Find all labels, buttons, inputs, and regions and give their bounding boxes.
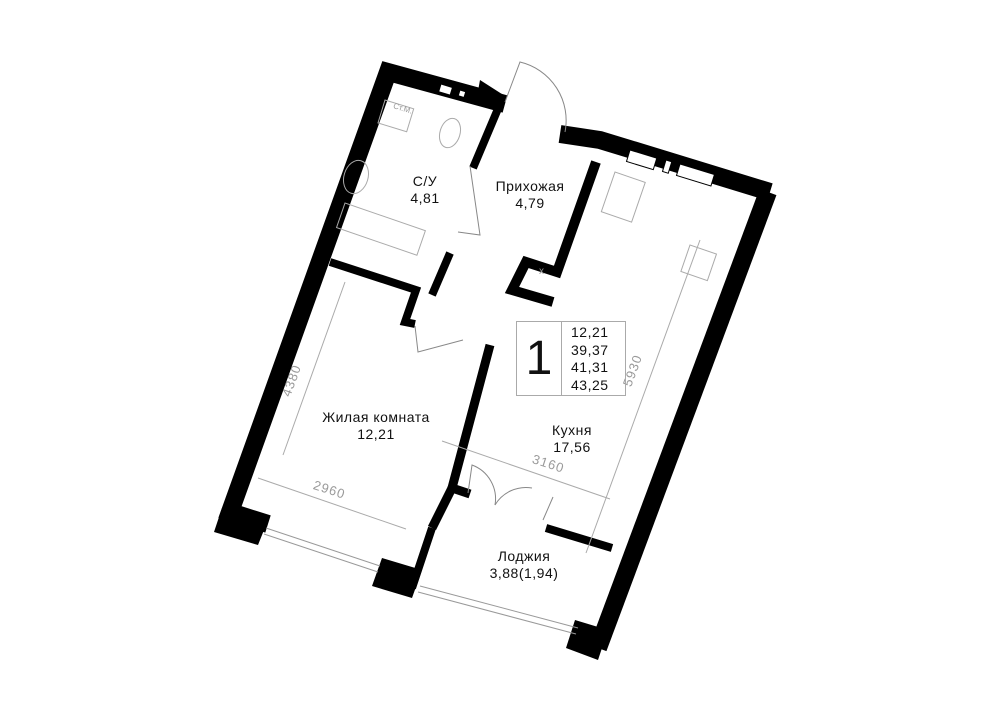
fixtures [257, 99, 718, 554]
room-area: 17,56 [553, 439, 591, 455]
room-name: Жилая комната [322, 409, 430, 425]
room-area: 4,81 [410, 190, 440, 206]
room-name: С/У [412, 173, 438, 189]
room-hallway: Прихожая 4,79 [496, 178, 565, 212]
apartment-summary: 1 12,21 39,37 41,31 43,25 [516, 321, 626, 396]
area-list: 12,21 39,37 41,31 43,25 [562, 322, 625, 395]
total-area-reduced: 41,31 [571, 359, 609, 375]
room-kitchen: Кухня 17,56 [552, 422, 592, 456]
room-count: 1 [517, 322, 562, 395]
living-area: 12,21 [571, 324, 609, 340]
glazing [263, 527, 579, 635]
room-area: 3,88(1,94) [489, 565, 559, 581]
room-name: Кухня [552, 422, 592, 438]
windows [438, 83, 716, 187]
room-area: 12,21 [357, 426, 395, 442]
room-bathroom: С/У 4,81 [410, 173, 439, 207]
vent-mark: x [539, 266, 544, 277]
total-area-no-loggia: 39,37 [571, 341, 609, 358]
room-name: Прихожая [495, 178, 565, 194]
doors [414, 61, 567, 521]
room-area: 4,79 [515, 195, 545, 211]
room-loggia: Лоджия 3,88(1,94) [490, 548, 559, 582]
room-name: Лоджия [497, 548, 551, 564]
total-area-full: 43,25 [571, 376, 609, 393]
wall-blocks [214, 80, 608, 660]
room-living: Жилая комната 12,21 [322, 409, 430, 443]
